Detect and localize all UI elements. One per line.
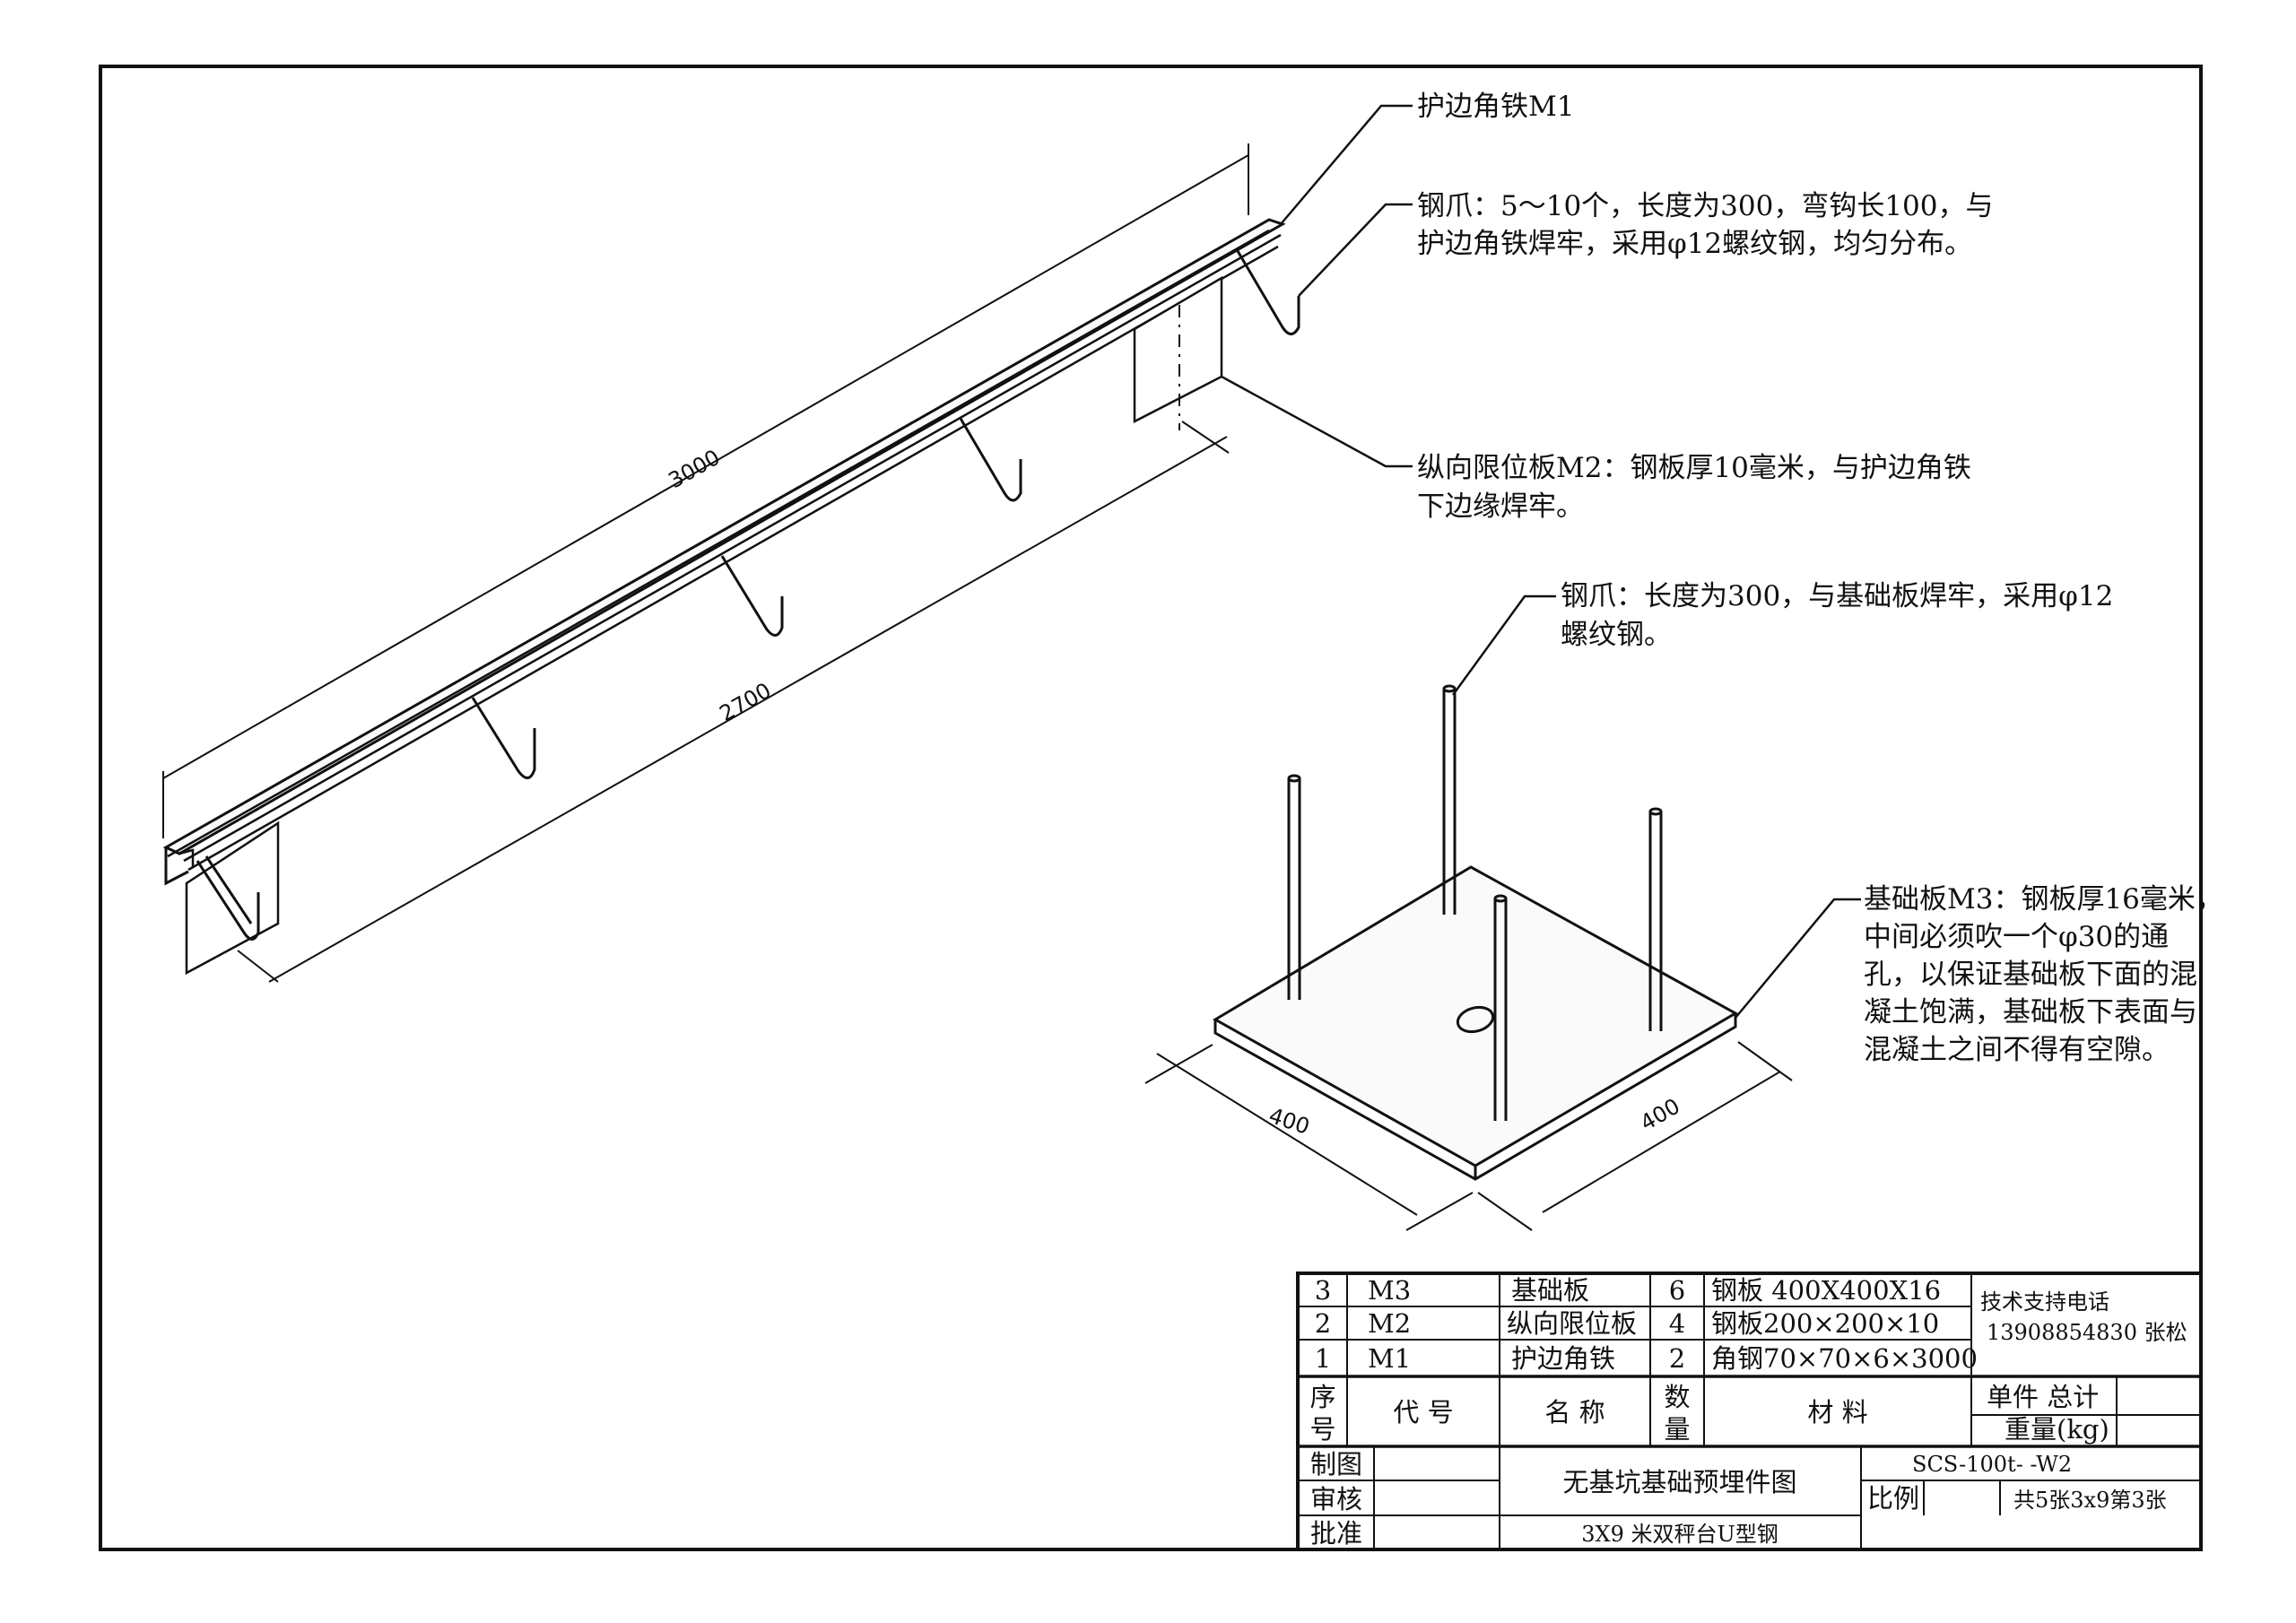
through-hole-30 <box>1456 1005 1495 1034</box>
parts-row-3: 3 M3 基础板 6 钢板 400X400X16 <box>1315 1275 1941 1306</box>
support-contact: 13908854830 张松 <box>1987 1320 2187 1345</box>
leader-lines <box>1221 104 1861 1019</box>
rail-claw-5 <box>1236 250 1300 335</box>
part-qty: 4 <box>1669 1308 1685 1339</box>
title-block <box>1296 1271 2203 1551</box>
angle-iron-m1 <box>162 218 1286 886</box>
part-qty: 2 <box>1669 1343 1685 1374</box>
rail-claw-1-inner <box>204 855 253 924</box>
part-qty: 6 <box>1669 1275 1685 1306</box>
part-material: 钢板 400X400X16 <box>1711 1275 1941 1306</box>
note-rail-claw-line1: 钢爪：5～10个，长度为300，弯钩长100，与 <box>1417 190 1994 222</box>
part-no: 1 <box>1315 1343 1331 1374</box>
dimension-2700-lines <box>237 421 1230 983</box>
drawing-title: 无基坑基础预埋件图 <box>1562 1467 1796 1497</box>
parts-row-1: 1 M1 护边角铁 2 角钢70×70×6×3000 <box>1315 1343 1978 1374</box>
note-stop-plate-m2-line2: 下边缘焊牢。 <box>1417 490 1584 523</box>
header-no-2: 号 <box>1309 1414 1335 1445</box>
signoff-block: 制图 审核 批准 <box>1310 1449 1362 1549</box>
role-drawn: 制图 <box>1310 1449 1362 1480</box>
support-label: 技术支持电话 <box>1980 1289 2109 1315</box>
part-code: M1 <box>1368 1343 1411 1374</box>
parts-table-header: 序 号 代 号 名 称 数 量 材 料 单件 总计 重量(kg) <box>1309 1382 2109 1445</box>
plate-dimension-lines <box>1144 1041 1793 1231</box>
part-code: M2 <box>1368 1308 1411 1339</box>
note-base-plate-m3-line2: 中间必须吹一个φ30的通 <box>1864 921 2169 953</box>
rail-claws <box>196 250 1300 941</box>
note-rail-claw-line2: 护边角铁焊牢，采用φ12螺纹钢，均匀分布。 <box>1417 228 1972 260</box>
drawing-subtitle: 3X9 米双秤台U型钢 <box>1581 1522 1778 1547</box>
header-no-1: 序 <box>1309 1382 1335 1412</box>
stop-plate-m2-near <box>185 820 280 976</box>
header-weight-1: 单件 总计 <box>1987 1382 2099 1412</box>
note-plate-claw-line1: 钢爪：长度为300，与基础板焊牢，采用φ12 <box>1561 580 2113 612</box>
rail-claw-4 <box>958 416 1022 502</box>
header-name: 名 称 <box>1544 1397 1605 1428</box>
plate-claw-right <box>1648 807 1663 1031</box>
part-no: 3 <box>1315 1275 1331 1306</box>
sheet-info: 共5张3x9第3张 <box>2013 1488 2167 1513</box>
header-qty-2: 量 <box>1664 1414 1690 1445</box>
header-code: 代 号 <box>1393 1397 1453 1428</box>
rail-claw-1 <box>196 860 260 941</box>
plate-claw-front <box>1493 894 1508 1121</box>
note-base-plate-m3-line5: 混凝土之间不得有空隙。 <box>1864 1034 2170 1066</box>
dimension-3000-lines <box>162 143 1249 838</box>
rail-assembly <box>162 143 1300 983</box>
drawing-frame <box>99 65 2203 1551</box>
dimension-3000-label: 3000 <box>665 445 725 493</box>
scale-label: 比例 <box>1867 1483 1919 1514</box>
part-name: 基础板 <box>1511 1275 1589 1306</box>
part-name: 纵向限位板 <box>1507 1308 1637 1339</box>
part-code: M3 <box>1368 1275 1411 1306</box>
plate-claw-left <box>1287 774 1301 1000</box>
header-qty-1: 数 <box>1664 1382 1690 1412</box>
parts-table: 3 M3 基础板 6 钢板 400X400X16 2 M2 纵向限位板 4 钢板… <box>1315 1275 1978 1374</box>
part-material: 角钢70×70×6×3000 <box>1711 1343 1978 1374</box>
note-stop-plate-m2-line1: 纵向限位板M2：钢板厚10毫米，与护边角铁 <box>1417 452 1971 484</box>
rail-claw-3 <box>720 555 784 637</box>
note-base-plate-m3-line3: 孔，以保证基础板下面的混 <box>1864 959 2197 991</box>
base-plate-m3 <box>1213 865 1739 1181</box>
drawing-number: SCS-100t- -W2 <box>1912 1452 2072 1477</box>
note-base-plate-m3-line4: 凝土饱满，基础板下表面与 <box>1864 996 2197 1028</box>
note-plate-claw-line2: 螺纹钢。 <box>1561 619 1672 651</box>
part-material: 钢板200×200×10 <box>1711 1308 1939 1339</box>
plate-claws <box>1287 684 1663 1121</box>
plate-claw-back <box>1442 684 1457 915</box>
plate-dimension-right-label: 400 <box>1636 1093 1684 1135</box>
base-plate-assembly <box>1144 684 1793 1231</box>
header-weight-2: 重量(kg) <box>2005 1414 2109 1445</box>
plate-dimension-left-label: 400 <box>1265 1103 1312 1140</box>
header-material: 材 料 <box>1807 1397 1867 1428</box>
rail-claw-2 <box>471 697 536 779</box>
part-no: 2 <box>1315 1308 1331 1339</box>
role-checked: 审核 <box>1310 1484 1362 1515</box>
note-base-plate-m3-line1: 基础板M3：钢板厚16毫米， <box>1864 883 2223 916</box>
dimension-2700-label: 2700 <box>716 678 776 726</box>
part-name: 护边角铁 <box>1511 1343 1615 1374</box>
role-approved: 批准 <box>1310 1518 1362 1549</box>
parts-row-2: 2 M2 纵向限位板 4 钢板200×200×10 <box>1315 1308 1939 1339</box>
note-angle-iron-m1: 护边角铁M1 <box>1417 91 1574 123</box>
